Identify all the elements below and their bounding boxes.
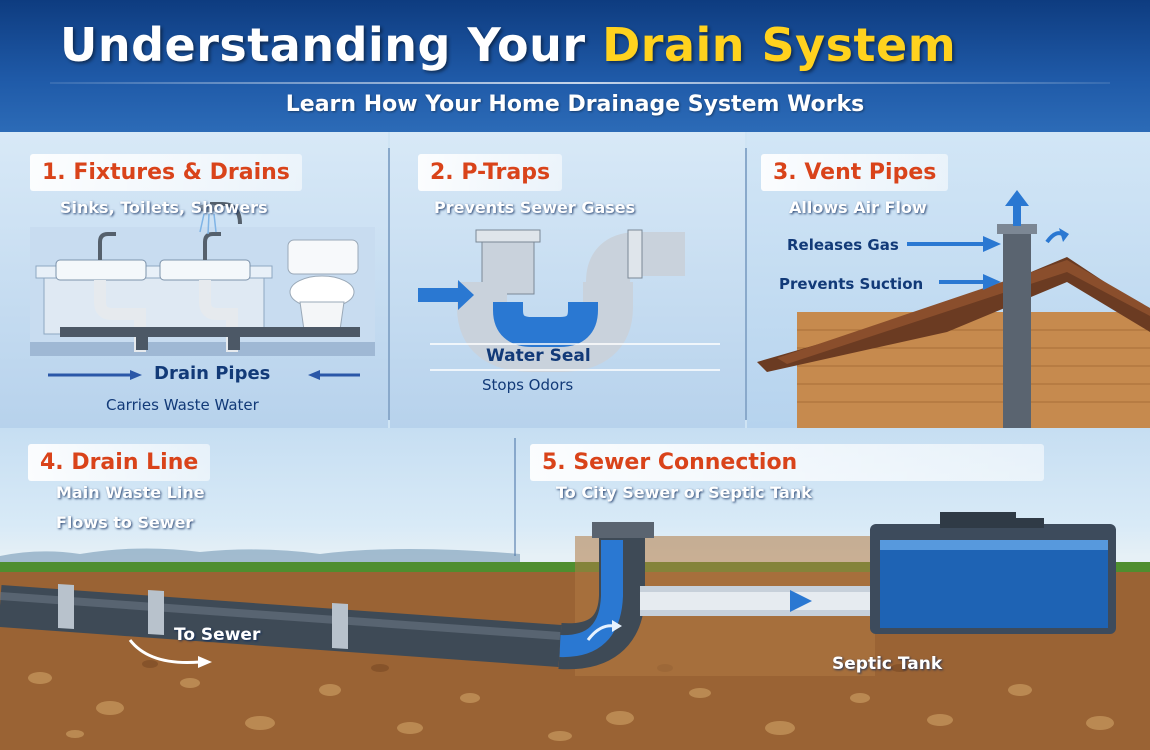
vent-caption: Allows Air Flow bbox=[789, 198, 927, 217]
panel-title-fixtures: 1. Fixtures & Drains bbox=[30, 154, 302, 191]
panel-divider bbox=[388, 148, 390, 420]
p-trap-illustration bbox=[418, 229, 720, 372]
vent-illustration bbox=[757, 190, 1150, 428]
page-subtitle: Learn How Your Home Drainage System Work… bbox=[285, 92, 865, 117]
fixtures-illustration bbox=[30, 202, 375, 380]
panel-title-vent-pipes: 3. Vent Pipes bbox=[761, 154, 949, 191]
water-seal-label: Water Seal bbox=[486, 346, 591, 366]
header-banner bbox=[0, 0, 1150, 132]
water-seal-caption: Stops Odors bbox=[482, 376, 574, 394]
panel-fixtures: 1. Fixtures & Drains Sinks, Toilets, Sho… bbox=[0, 132, 388, 428]
drain-pipes-label: Drain Pipes bbox=[154, 363, 271, 384]
panel-p-traps: 2. P-Traps Prevents Sewer Gases Water Se… bbox=[390, 132, 745, 428]
panel-vent-pipes: 3. Vent Pipes Allows Air Flow Releases G… bbox=[747, 132, 1150, 428]
drain-line-illustration bbox=[0, 512, 1150, 750]
drain-line-caption-1: Main Waste Line bbox=[56, 483, 205, 502]
sewer-connection-caption: To City Sewer or Septic Tank bbox=[556, 483, 812, 502]
septic-tank-label: Septic Tank bbox=[832, 654, 943, 674]
panel-divider bbox=[514, 438, 516, 556]
title-main-text: Understanding Your bbox=[60, 18, 586, 72]
title-accent-text: Drain System bbox=[602, 18, 957, 72]
panel-title-p-traps: 2. P-Traps bbox=[418, 154, 563, 191]
to-sewer-label: To Sewer bbox=[174, 625, 261, 645]
header-divider bbox=[50, 82, 1110, 84]
fixtures-caption: Sinks, Toilets, Showers bbox=[60, 198, 268, 217]
p-trap-caption: Prevents Sewer Gases bbox=[434, 198, 636, 217]
releases-gas-label: Releases Gas bbox=[787, 236, 899, 254]
panel-title-sewer-connection: 5. Sewer Connection bbox=[530, 444, 1044, 481]
page-title: Understanding Your Drain System bbox=[60, 18, 956, 72]
panel-divider bbox=[745, 148, 747, 420]
drain-line-caption-2: Flows to Sewer bbox=[56, 513, 194, 532]
drain-pipes-caption: Carries Waste Water bbox=[106, 396, 259, 414]
prevents-suction-label: Prevents Suction bbox=[779, 275, 924, 293]
bottom-scene: 4. Drain Line Main Waste Line Flows to S… bbox=[0, 428, 1150, 750]
panel-title-drain-line: 4. Drain Line bbox=[28, 444, 211, 481]
